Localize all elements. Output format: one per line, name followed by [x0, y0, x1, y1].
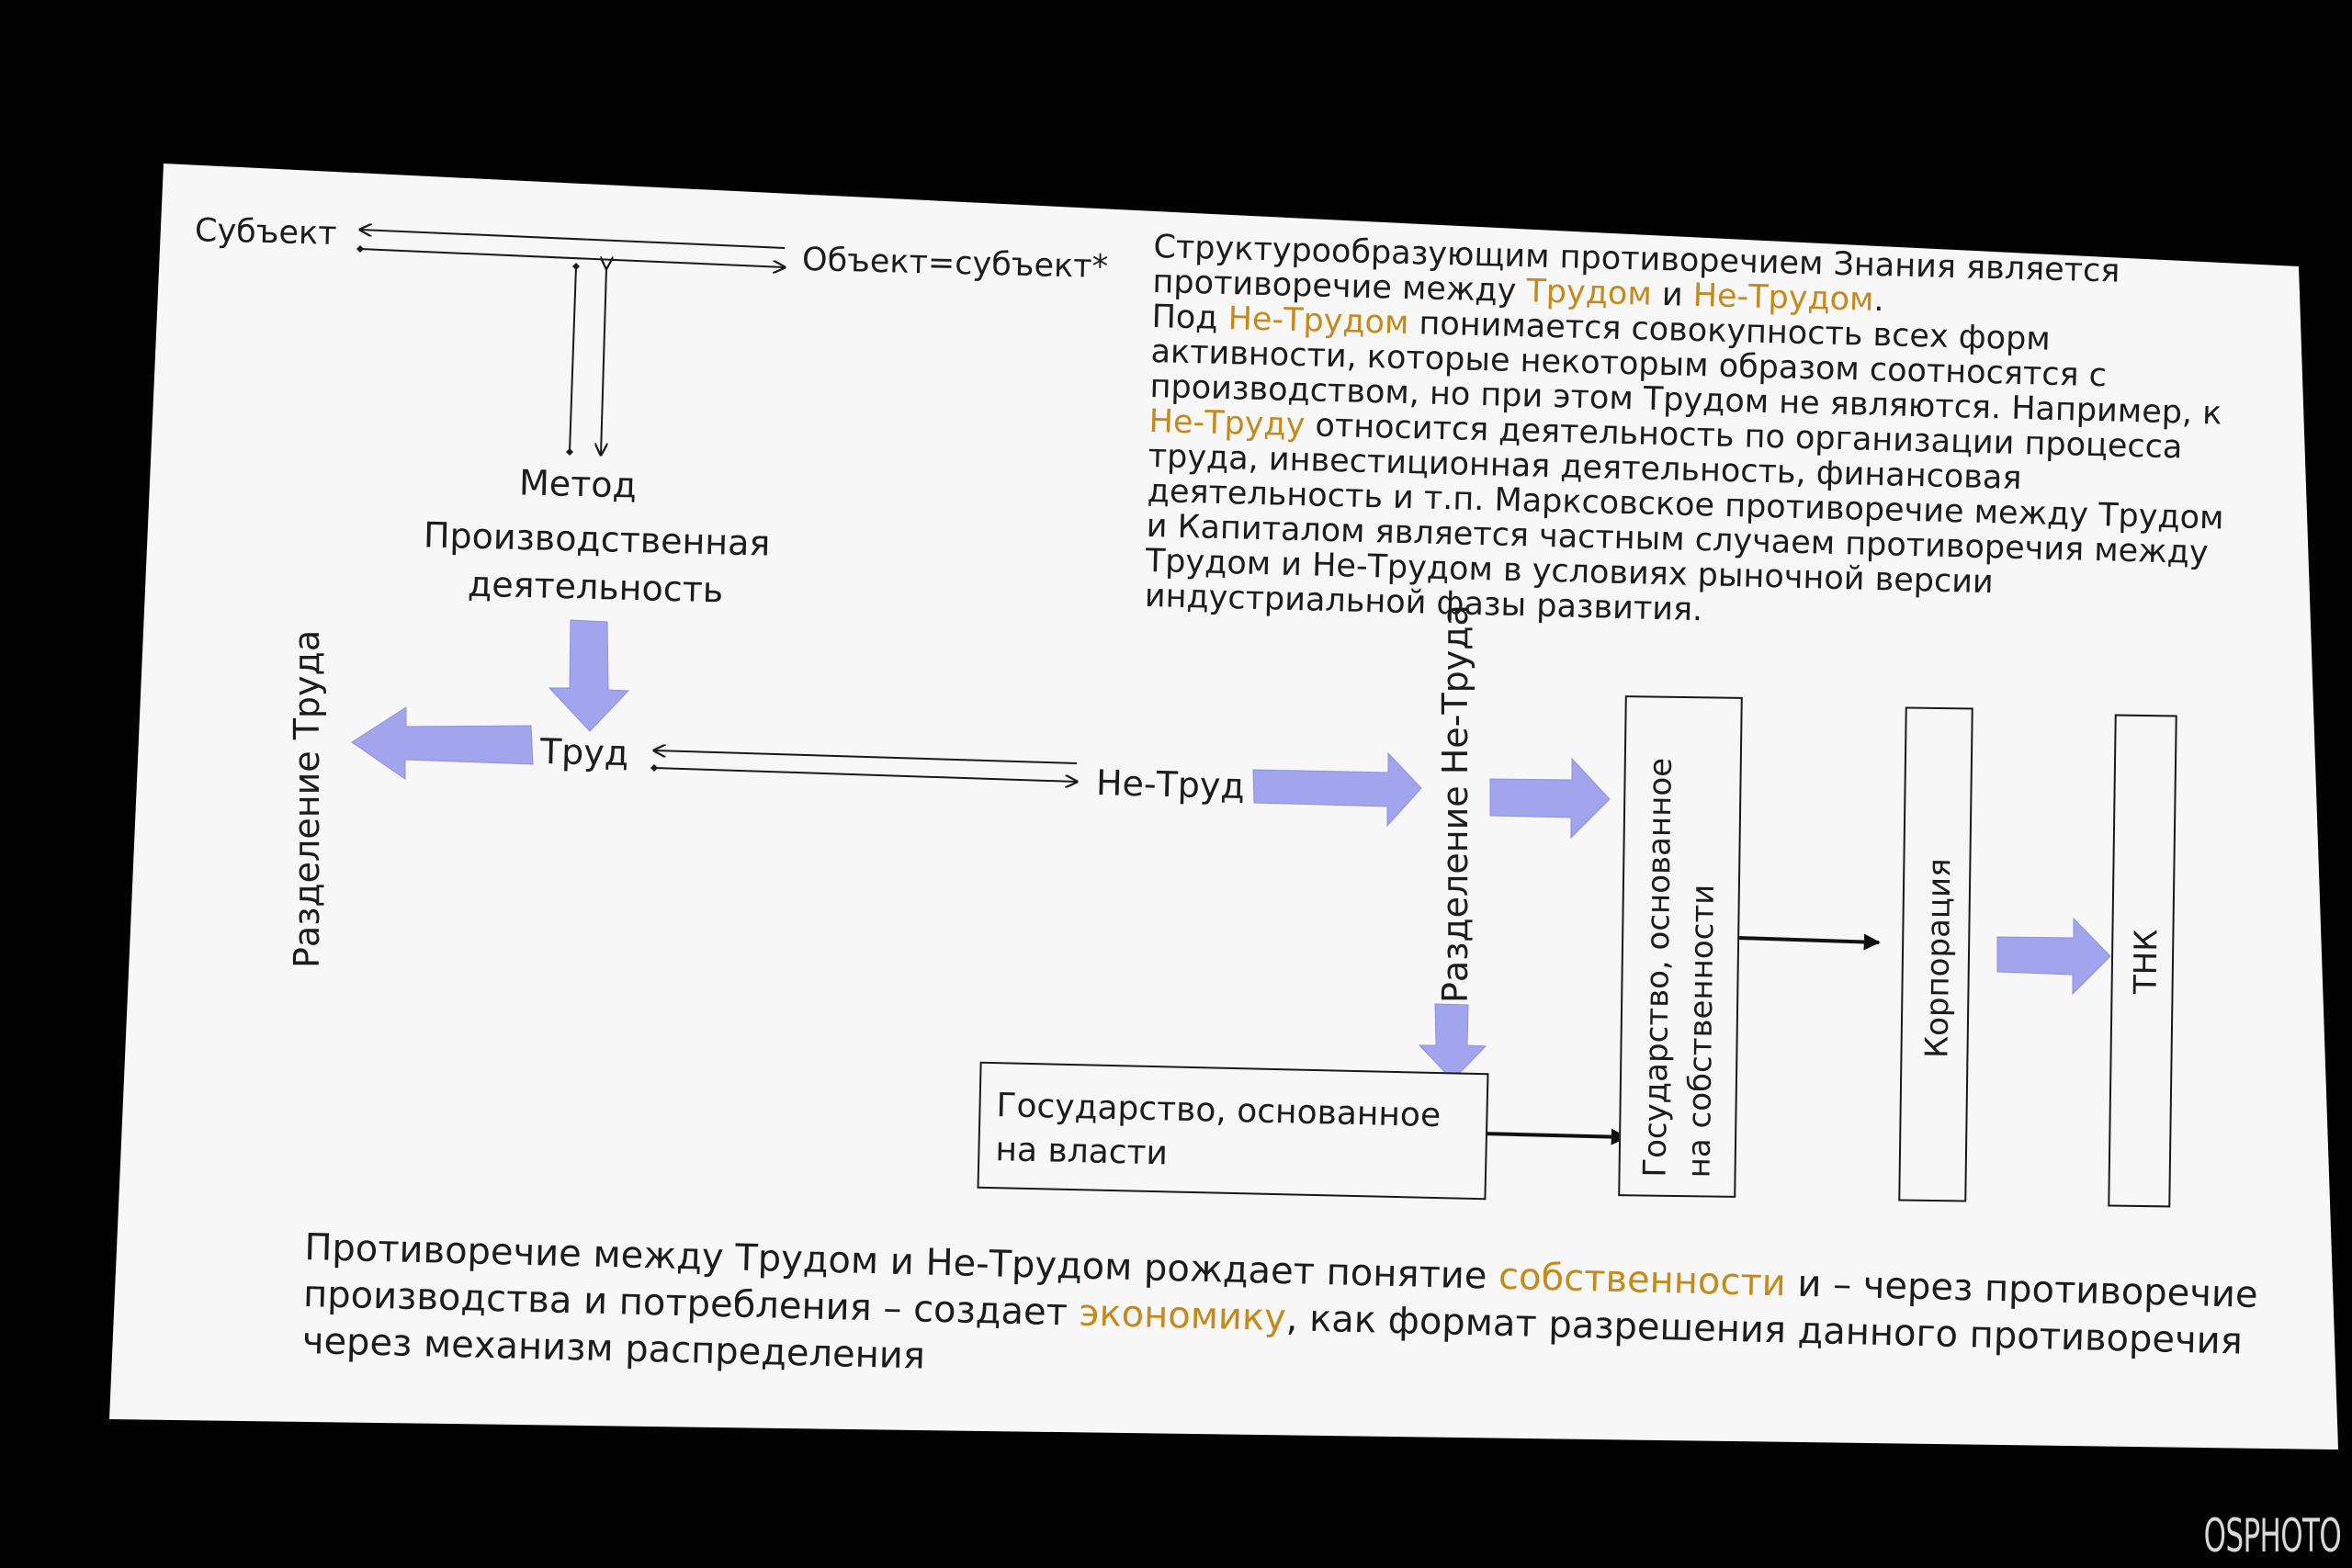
subject-label: Субъект [194, 212, 338, 253]
nonlabor-right-arrow [1252, 751, 1422, 828]
object-label: Объект=субъект* [801, 241, 1109, 287]
state-power-property-arrow [1465, 1124, 1628, 1145]
state-power-line1: Государство, основанное [996, 1087, 1442, 1135]
production-to-labor-arrow [548, 619, 630, 732]
labor-label: Труд [539, 730, 629, 774]
state-property-box: Государство, основанное на собственности [1618, 695, 1743, 1198]
photographer-watermark: OSPHOTO [2203, 1509, 2342, 1562]
labor-nonlabor-arrow-top [654, 750, 1078, 764]
production-label-1: Производственная [423, 514, 771, 564]
description-paragraph: Структурообразующим противоречием Знания… [1144, 229, 2246, 641]
object-method-arrow [601, 268, 606, 455]
object-method-arrow-down [566, 263, 580, 456]
state-property-line1: Государство, основанное [1636, 757, 1679, 1178]
highlight-economy: экономику [1079, 1292, 1287, 1340]
description-sentence-2: Под Не-Трудом понимается совокупность вс… [1144, 298, 2224, 629]
tnk-label: ТНК [2127, 929, 2165, 995]
slide-surface [109, 164, 2338, 1450]
highlight-property: собственности [1498, 1255, 1787, 1305]
to-state-property-arrow [1489, 757, 1611, 840]
state-power-box: Государство, основанное на власти [977, 1061, 1489, 1201]
method-label: Метод [518, 462, 638, 506]
corporation-box: Корпорация [1898, 706, 1973, 1202]
state-power-line2: на власти [995, 1131, 1169, 1173]
state-property-line2: на собственности [1680, 884, 1722, 1179]
corporation-label: Корпорация [1918, 858, 1959, 1059]
production-label-2: деятельность [467, 563, 724, 611]
tnk-box: ТНК [2108, 714, 2177, 1208]
corporation-to-tnk-arrow [1996, 917, 2111, 996]
highlight-labor: Трудом [1525, 273, 1653, 313]
labor-to-division-arrow [351, 706, 534, 780]
division-of-nonlabor-label: Разделение Не-Труда [1435, 604, 1476, 1003]
division-of-labor-label: Разделение Труда [287, 629, 327, 968]
state-corporation-arrow [1723, 929, 1881, 951]
subject-object-arrow-top [360, 230, 786, 249]
nonlabor-label: Не-Труд [1095, 762, 1246, 807]
to-state-power-arrow [1418, 1003, 1487, 1081]
subject-object-arrow-bottom [360, 249, 785, 267]
labor-nonlabor-arrow-bottom [654, 768, 1077, 782]
